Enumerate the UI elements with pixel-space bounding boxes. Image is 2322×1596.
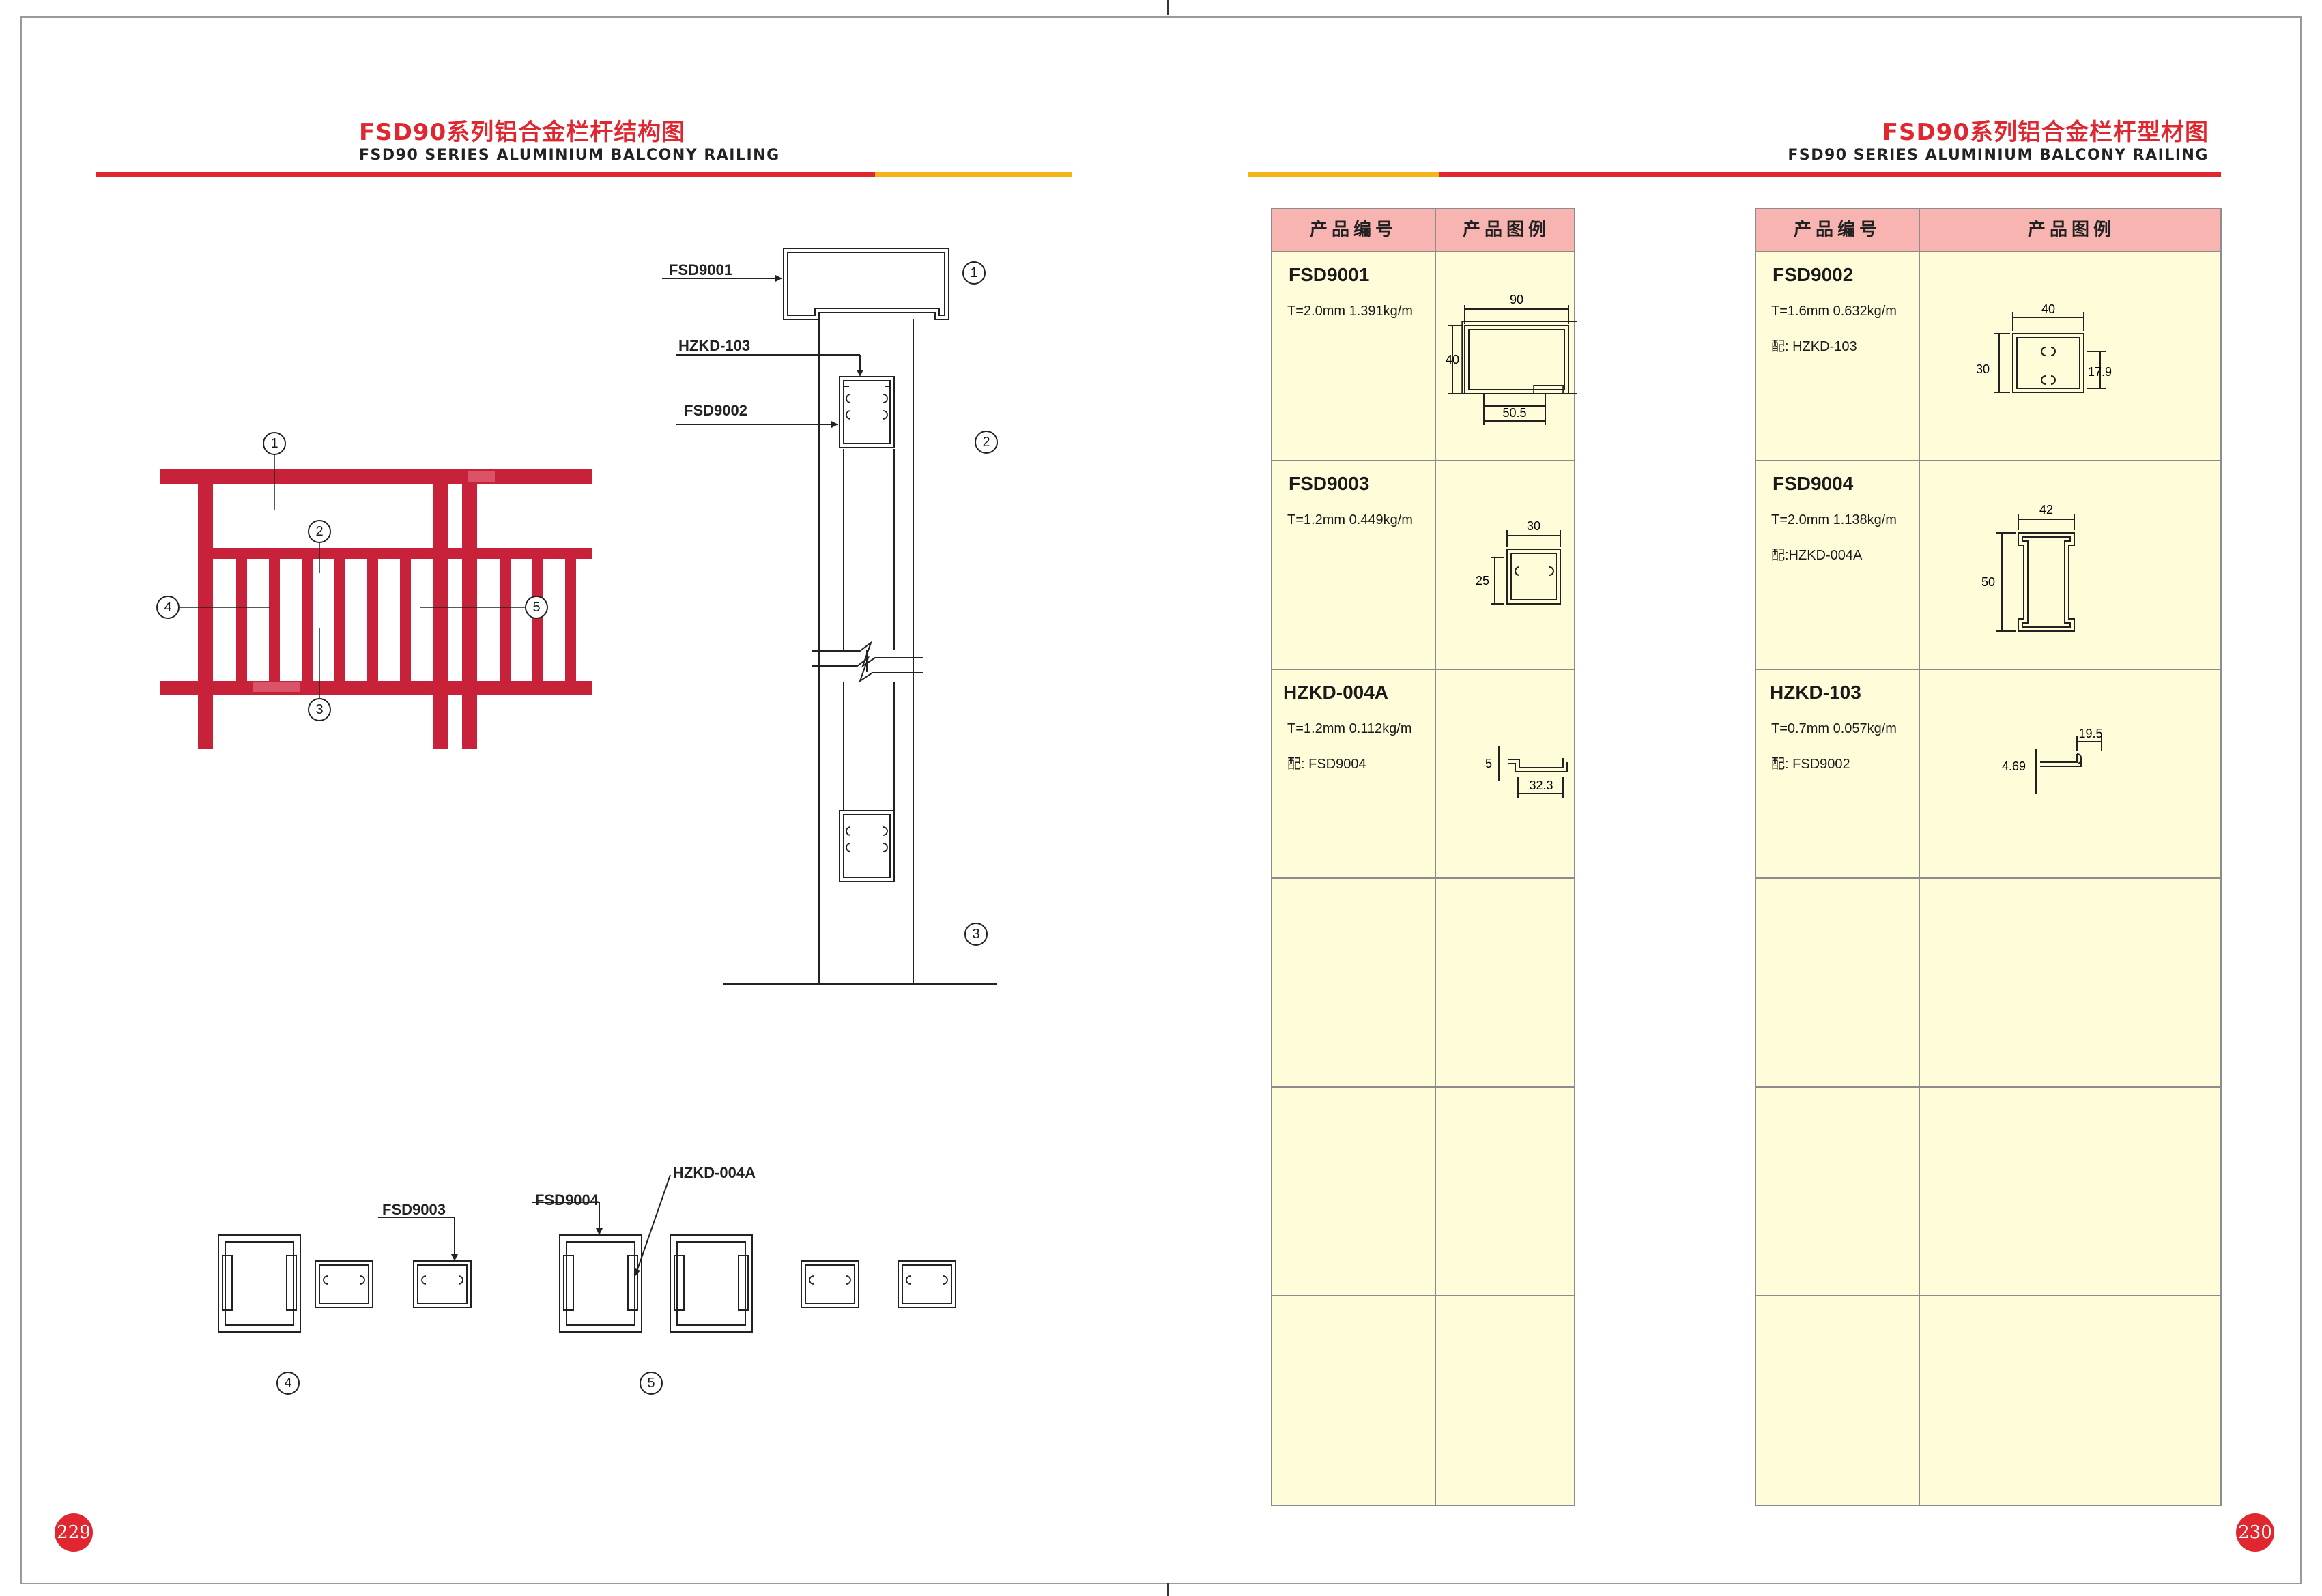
left-title-rule-red	[96, 172, 875, 177]
dim-label: 42	[2039, 503, 2053, 517]
product-spec: T=0.7mm 0.057kg/m	[1771, 721, 1897, 736]
dim-label: 19.5	[2078, 727, 2102, 740]
cross-section-details-drawing	[218, 1174, 956, 1333]
right-title-rule-red	[1439, 172, 2221, 177]
dim-label: 17.9	[2088, 365, 2112, 379]
marker-1-elevation: 1	[263, 432, 286, 455]
product-spec: T=1.2mm 0.449kg/m	[1287, 512, 1413, 527]
product-fit: 配:HZKD-004A	[1771, 548, 1863, 563]
hzkd-103-profile-drawing: 19.5 4.69	[2002, 727, 2103, 794]
profile-table-1: 产品编号 产品图例 FSD9001 T=2.0mm 1.391kg/m	[1271, 208, 1577, 1506]
product-fit: 配: HZKD-103	[1771, 339, 1857, 354]
vertical-section-drawing	[662, 248, 997, 985]
fsd9004-profile-drawing: 42 50	[1981, 503, 2075, 632]
right-title-cn: FSD90系列铝合金栏杆型材图	[1882, 119, 2209, 146]
fsd9001-profile-drawing: 90 40 50.5	[1446, 293, 1577, 425]
marker-3-section: 3	[964, 923, 988, 946]
product-spec: T=2.0mm 1.391kg/m	[1287, 304, 1413, 319]
left-title-rule-yellow	[875, 172, 1072, 177]
right-title-en: FSD90 SERIES ALUMINIUM BALCONY RAILING	[1788, 147, 2209, 164]
left-page: FSD90系列铝合金栏杆结构图 FSD90 SERIES ALUMINIUM B…	[55, 119, 1072, 1552]
table-1-header-code: 产品编号	[1309, 220, 1397, 240]
railing-elevation-drawing	[160, 444, 592, 749]
table-1-header-figure: 产品图例	[1462, 220, 1550, 240]
left-title-cn: FSD90系列铝合金栏杆结构图	[359, 119, 686, 146]
dim-label: 30	[1976, 362, 1990, 376]
marker-3-elevation: 3	[308, 698, 331, 721]
dim-label: 40	[1446, 353, 1459, 366]
fsd9002-profile-drawing: 40 30 17.9	[1976, 302, 2112, 393]
page-border	[20, 16, 2302, 1584]
left-title-en: FSD90 SERIES ALUMINIUM BALCONY RAILING	[359, 147, 780, 164]
dim-label: 32.3	[1529, 779, 1553, 792]
dim-label: 25	[1476, 574, 1489, 587]
dim-label: 90	[1510, 293, 1523, 306]
dim-label: 50.5	[1502, 406, 1526, 420]
marker-4-elevation: 4	[156, 596, 180, 619]
dim-label: 4.69	[2002, 759, 2026, 773]
product-fit: 配: FSD9002	[1771, 757, 1850, 772]
product-code: HZKD-103	[1770, 682, 1861, 703]
marker-2-section: 2	[975, 431, 998, 454]
product-code: FSD9002	[1773, 264, 1854, 285]
product-code: FSD9001	[1289, 264, 1370, 285]
table-2-header-figure: 产品图例	[2027, 220, 2115, 240]
marker-4-detail: 4	[276, 1372, 300, 1395]
table-1-header	[1272, 209, 1574, 252]
product-code: FSD9004	[1773, 473, 1854, 494]
label-hzkd-103: HZKD-103	[678, 337, 751, 354]
dim-label: 30	[1527, 519, 1540, 533]
page-number-right: 230	[2236, 1513, 2274, 1552]
product-code: HZKD-004A	[1283, 682, 1389, 703]
label-fsd9004-detail: FSD9004	[535, 1191, 599, 1208]
dim-label: 50	[1981, 575, 1995, 589]
label-fsd9003-detail: FSD9003	[382, 1201, 446, 1218]
hzkd-004a-profile-drawing: 5 32.3	[1485, 746, 1568, 798]
dim-label: 5	[1485, 757, 1492, 770]
marker-1-section: 1	[962, 261, 986, 285]
product-fit: 配: FSD9004	[1287, 757, 1366, 772]
marker-2-elevation: 2	[308, 520, 331, 543]
table-2-header-code: 产品编号	[1793, 220, 1881, 240]
table-2-header	[1756, 209, 2220, 252]
product-spec: T=2.0mm 1.138kg/m	[1771, 512, 1897, 527]
marker-5-detail: 5	[640, 1372, 663, 1395]
right-title-rule-yellow	[1248, 172, 1439, 177]
crop-mark-bottom	[1167, 1583, 1169, 1596]
fsd9003-profile-drawing: 30 25	[1476, 519, 1561, 605]
label-fsd9001: FSD9001	[669, 261, 732, 278]
product-spec: T=1.2mm 0.112kg/m	[1287, 721, 1412, 736]
profile-table-2: 产品编号 产品图例 FSD9002 T=1.6mm 0.632kg/m 配: H…	[1755, 208, 2222, 1506]
product-code: FSD9003	[1289, 473, 1370, 494]
marker-5-elevation: 5	[525, 596, 548, 619]
product-spec: T=1.6mm 0.632kg/m	[1771, 304, 1897, 319]
label-fsd9002-section: FSD9002	[684, 402, 747, 419]
crop-mark-top	[1167, 0, 1169, 15]
label-hzkd-004a-detail: HZKD-004A	[673, 1164, 756, 1181]
dim-label: 40	[2041, 302, 2055, 316]
page-number-left: 229	[55, 1513, 93, 1552]
right-page: FSD90系列铝合金栏杆型材图 FSD90 SERIES ALUMINIUM B…	[1169, 0, 2322, 1596]
